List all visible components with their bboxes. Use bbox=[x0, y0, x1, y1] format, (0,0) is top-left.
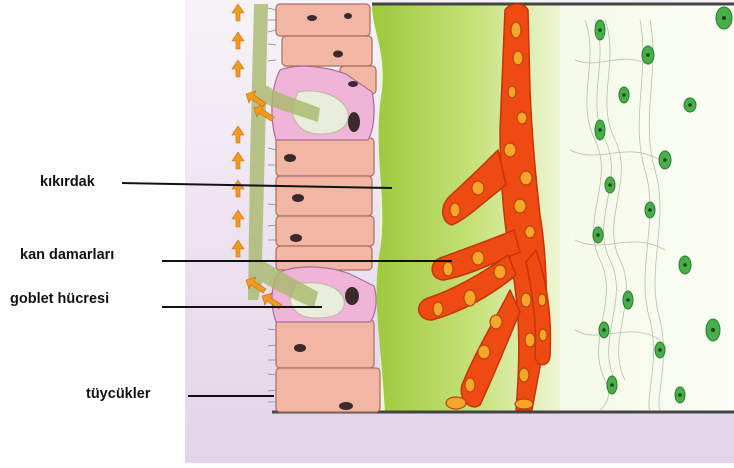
label-blood-vessels: kan damarları bbox=[20, 247, 114, 263]
label-cartilage: kıkırdak bbox=[40, 174, 95, 190]
label-goblet-cell: goblet hücresi bbox=[10, 291, 109, 307]
label-cilia: tüycükler bbox=[86, 386, 150, 402]
epithelial-cells bbox=[276, 4, 380, 412]
